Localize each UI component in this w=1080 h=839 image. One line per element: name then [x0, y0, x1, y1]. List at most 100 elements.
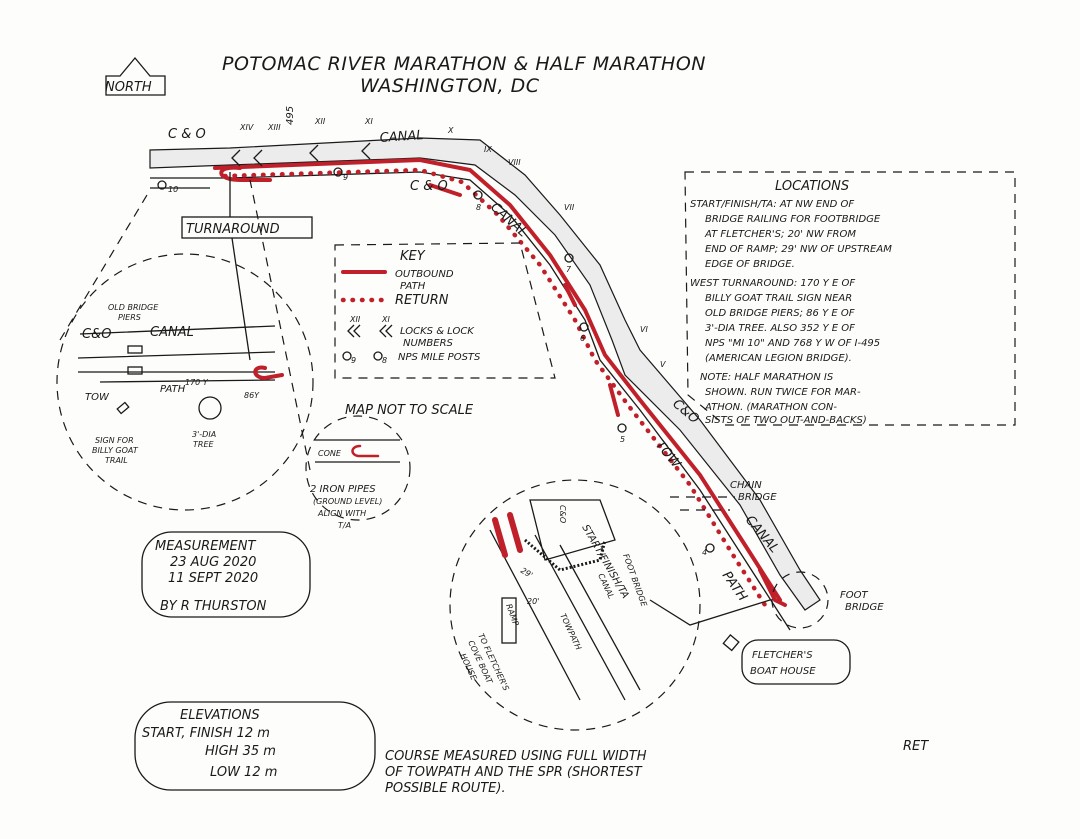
location-line: OLD BRIDGE PIERS; 86 Y E OF: [705, 308, 855, 319]
tree-label: 3'-DIA: [192, 430, 216, 439]
ramp-label: RAMP: [504, 603, 520, 628]
mile-post-icon: 7: [564, 253, 574, 274]
mile-posts: 10 9 8 7 6 5 4: [157, 167, 715, 557]
locations-title: LOCATIONS: [775, 179, 849, 194]
lock-numbers: XIV XIII XII XI X IX VIII VII VI V: [231, 117, 666, 369]
cone-label: CONE: [318, 449, 342, 458]
outbound-path: [213, 157, 782, 602]
lock-label: VIII: [508, 158, 521, 167]
svg-text:9: 9: [343, 173, 348, 182]
lock-label: XII: [314, 117, 326, 126]
svg-text:5: 5: [620, 435, 625, 444]
mile-post-icon: 5: [617, 423, 627, 444]
location-line: ATHON. (MARATHON CON-: [704, 402, 837, 413]
canal-label-co: C & O: [168, 127, 206, 142]
iron-pipes-label: (GROUND LEVEL): [313, 497, 382, 506]
co-label: C&O: [558, 505, 567, 523]
location-line: BILLY GOAT TRAIL SIGN NEAR: [705, 293, 852, 304]
lock-label: VII: [564, 203, 575, 212]
start-finish-detail: START/FINISH/TA C&O 29' 20' RAMP CANAL T…: [449, 479, 771, 731]
location-line: 3'-DIA TREE. ALSO 352 Y E OF: [705, 323, 855, 334]
elevations-note: ELEVATIONS START, FINISH 12 m HIGH 35 m …: [134, 701, 376, 791]
location-line: NPS "MI 10" AND 768 Y W OF I-495: [705, 338, 880, 349]
key-title: KEY: [400, 249, 426, 264]
tow-label: TOW: [85, 392, 110, 403]
key-lock-sample: XI: [381, 315, 390, 324]
old-bridge-piers-label: PIERS: [118, 313, 141, 322]
measurement-title: MEASUREMENT: [155, 539, 256, 554]
distance-20ft: 20': [527, 597, 539, 606]
key-locks-label: LOCKS & LOCK: [400, 326, 475, 337]
location-line: WEST TURNAROUND: 170 Y E OF: [690, 278, 855, 289]
map-key: KEY OUTBOUND PATH RETURN XII XI LOCKS & …: [334, 242, 556, 379]
initials-signature: RET: [903, 739, 929, 754]
measurer: BY R THURSTON: [160, 599, 267, 614]
turnaround-box: [181, 216, 313, 239]
boat-house-label: FLETCHER'S: [752, 650, 813, 661]
lock-label: IX: [484, 145, 492, 154]
iron-pipes-label: ALIGN WITH: [317, 509, 366, 518]
iron-pipes-label: T/A: [338, 521, 351, 530]
scale-note: MAP NOT TO SCALE: [345, 403, 474, 418]
elevation-low: LOW 12 m: [210, 765, 277, 780]
elevation-high: HIGH 35 m: [205, 744, 276, 759]
elevations-title: ELEVATIONS: [180, 708, 260, 723]
key-milepost-sample: 8: [382, 356, 387, 365]
svg-text:10: 10: [168, 185, 178, 194]
measurement-date: 23 AUG 2020: [170, 555, 256, 570]
foot-bridge-label: FOOT: [840, 590, 868, 601]
north-label: NORTH: [105, 80, 152, 95]
turnaround-detail: OLD BRIDGE PIERS C&O CANAL 170 Y 86Y TOW…: [56, 179, 314, 511]
distance-86y: 86Y: [244, 391, 260, 400]
distance-170y: 170 Y: [185, 378, 209, 387]
lock-label: X: [447, 126, 454, 135]
distance-29ft: 29': [519, 566, 534, 580]
trail-sign-icon: [116, 401, 130, 415]
key-outbound-label: OUTBOUND: [395, 269, 454, 280]
elevation-start: START, FINISH 12 m: [142, 726, 270, 741]
foot-bridge-label: BRIDGE: [845, 602, 884, 613]
footbridge-label: FOOT BRIDGE: [621, 553, 649, 609]
key-outbound-label: PATH: [400, 281, 426, 292]
locations-box: LOCATIONS START/FINISH/TA: AT NW END OFB…: [684, 171, 1016, 426]
canal-label: CANAL: [150, 325, 194, 340]
boat-house-label: BOAT HOUSE: [750, 666, 816, 677]
turnaround-label: TURNAROUND: [186, 222, 280, 237]
map-subtitle: WASHINGTON, DC: [360, 75, 540, 97]
chain-bridge-label: CHAIN: [730, 480, 762, 491]
towpath-label-tow: TOW: [652, 438, 684, 472]
canal-label-co-mid: C & O: [410, 179, 448, 194]
cone-detail: CONE 2 IRON PIPES (GROUND LEVEL) ALIGN W…: [305, 415, 411, 530]
mile-post-icon: 8: [473, 190, 483, 212]
north-arrow-icon: NORTH: [105, 56, 166, 96]
map-title: POTOMAC RIVER MARATHON & HALF MARATHON: [222, 53, 706, 75]
svg-text:7: 7: [566, 265, 572, 274]
sign-label: BILLY GOAT: [92, 446, 139, 455]
path-label: PATH: [160, 384, 186, 395]
svg-text:4: 4: [702, 548, 707, 557]
course-route: [213, 157, 787, 608]
return-path: [222, 167, 768, 608]
svg-text:6: 6: [580, 334, 585, 343]
sign-label: SIGN FOR: [95, 436, 134, 445]
co-label: C&O: [82, 327, 111, 342]
course-note: POSSIBLE ROUTE).: [385, 781, 506, 796]
location-line: SISTS OF TWO OUT-AND-BACKS): [705, 415, 867, 426]
location-line: END OF RAMP; 29' NW OF UPSTREAM: [705, 244, 892, 255]
tree-icon: [198, 396, 222, 420]
course-note: OF TOWPATH AND THE SPR (SHORTEST: [385, 765, 643, 780]
key-mileposts-label: NPS MILE POSTS: [398, 352, 481, 363]
lock-label: V: [660, 360, 666, 369]
old-bridge-piers-label: OLD BRIDGE: [108, 303, 159, 312]
tree-label: TREE: [193, 440, 215, 449]
lock-label: XIII: [267, 123, 281, 132]
chain-bridge-label: BRIDGE: [738, 492, 777, 503]
mile-post-icon: 6: [579, 322, 589, 343]
svg-text:8: 8: [476, 203, 481, 212]
canal-label-canal: CANAL: [379, 128, 424, 146]
location-line: SHOWN. RUN TWICE FOR MAR-: [705, 387, 861, 398]
location-line: AT FLETCHER'S; 20' NW FROM: [704, 229, 856, 240]
location-line: NOTE: HALF MARATHON IS: [700, 372, 834, 383]
